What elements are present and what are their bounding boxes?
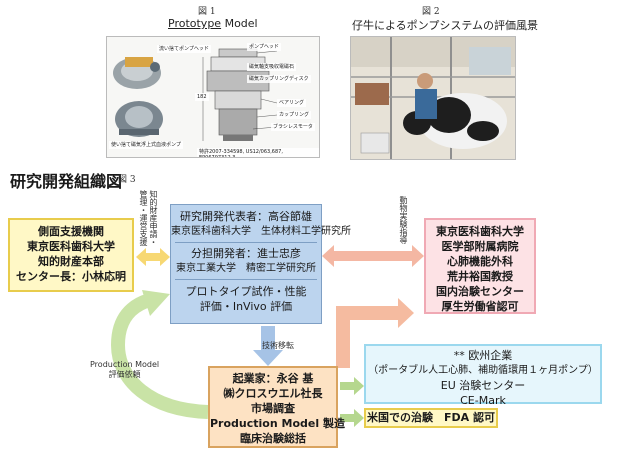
animal-experiment-label: 動物実験指導 (399, 196, 408, 244)
hospital-line-2: 医学部附属病院 (441, 240, 519, 253)
pump-label-disposable-head: 流い捨てポンプヘッド (157, 45, 211, 53)
europe-line-1: ** 欧州企業 (453, 349, 513, 362)
figure2-caption: 仔牛によるポンプシステムの評価風景 (352, 19, 539, 32)
hospital-line-1: 東京医科歯科大学 (436, 225, 524, 238)
green-arrow-fda (340, 409, 364, 427)
leader-line-2: 東京医科歯科大学 生体材料工学研究所 (171, 226, 351, 237)
down-arrow-tech-transfer (253, 326, 283, 366)
european-company-box: ** 欧州企業 （ポータブル人工心肺、補助循環用１ヶ月ポンプ） EU 治験センタ… (364, 344, 602, 407)
hospital-line-4: 荒井裕国教授 (447, 270, 513, 283)
support-agency-line-4: センター長：小林応明 (16, 270, 126, 283)
green-loop-arrowhead (142, 290, 170, 316)
pump-label-bearing: ベアリング (277, 99, 307, 107)
pump-label-magnet: 磁気軸支吸収電磁石 (247, 63, 297, 71)
calf-photo-illustration (351, 37, 515, 159)
figure1-label: 図 1 (198, 7, 216, 17)
hospital-line-3: 心肺機能外科 (447, 255, 513, 268)
figure1-caption-suffix: Model (221, 17, 258, 30)
figure1-caption: Prototype Model (168, 17, 258, 30)
hospital-box: 東京医科歯科大学 医学部附属病院 心肺機能外科 荒井裕国教授 国内治験センター … (424, 218, 536, 314)
prototype-line-1: プロトタイプ試作・性能 (185, 285, 307, 298)
pump-caption-disposable: 使い捨て磁気浮上式血液ポンプ (109, 141, 183, 149)
entrepreneur-line-4: Production Model 製造 (210, 417, 345, 430)
europe-line-3: EU 治験センター (440, 379, 526, 392)
pump-prototype-illustration (107, 37, 319, 157)
production-model-label-2: 評価依頼 (108, 370, 141, 379)
research-leader-box: 研究開発代表者：高谷節雄 東京医科歯科大学 生体材料工学研究所 分担開発者：進士… (170, 204, 351, 324)
leader-line-1: 研究開発代表者：高谷節雄 (180, 210, 312, 223)
support-agency-line-1: 側面支援機関 (38, 225, 104, 238)
europe-line-2: （ポータブル人工心肺、補助循環用１ヶ月ポンプ） (368, 365, 598, 376)
entrepreneur-line-1: 起業家：永谷 基 (232, 372, 314, 385)
figure2-label: 図 2 (422, 7, 440, 17)
pump-label-head: ポンプヘッド (247, 43, 281, 51)
calf-photo (350, 36, 516, 160)
left-double-arrow (136, 248, 170, 266)
green-loop-arrow (110, 293, 209, 419)
center-section-1: 研究開発代表者：高谷節雄 東京医科歯科大学 生体材料工学研究所 (171, 205, 351, 239)
fda-line: 米国での治験 FDA 認可 (367, 411, 495, 424)
entrepreneur-line-5: 臨床治験総括 (240, 432, 306, 445)
center-section-3: プロトタイプ試作・性能 評価・InVivo 評価 (175, 279, 317, 314)
peach-arrow-to-hospital (322, 298, 414, 368)
production-model-label: Production Model 評価依頼 (90, 360, 159, 380)
prototype-line-2: 評価・InVivo 評価 (199, 300, 293, 313)
pump-prototype-image: 流い捨てポンプヘッド ポンプヘッド 磁気軸支吸収電磁石 磁気カップリングディスク… (106, 36, 320, 158)
page-title: 研究開発組織図 (10, 172, 123, 191)
support-agency-box: 側面支援機関 東京医科歯科大学 知的財産本部 センター長：小林応明 (8, 218, 134, 292)
support-agency-line-3: 知的財産本部 (38, 255, 104, 268)
right-double-arrow (322, 245, 424, 267)
hospital-line-5: 国内治験センター (436, 285, 524, 298)
center-section-2: 分担開発者：進士忠彦 東京工業大学 精密工学研究所 (175, 242, 317, 276)
pump-patent-numbers: 特許2007-334598, US12/063,687, EP06797312.… (197, 148, 319, 157)
figure3-label: 図 3 (118, 175, 136, 185)
pump-label-coupling-disk: 磁気カップリングディスク (247, 75, 311, 83)
hospital-line-6: 厚生労働省認可 (441, 300, 519, 313)
pump-label-motor: ブラシレスモータ (271, 123, 315, 131)
pump-label-coupling: カップリング (277, 111, 312, 119)
entrepreneur-box: 起業家：永谷 基 ㈱クロスウエル社長 市場調査 Production Model… (208, 366, 345, 448)
entrepreneur-line-2: ㈱クロスウエル社長 (223, 387, 323, 400)
production-model-label-1: Production Model (90, 360, 160, 369)
co-developer-line-1: 分担開発者：進士忠彦 (191, 247, 301, 260)
europe-line-4: CE-Mark (460, 394, 506, 407)
fda-box: 米国での治験 FDA 認可 (364, 408, 498, 428)
support-agency-line-2: 東京医科歯科大学 (27, 240, 115, 253)
pump-dimension: 182 (195, 93, 209, 101)
co-developer-line-2: 東京工業大学 精密工学研究所 (176, 263, 316, 274)
green-arrow-europe (340, 377, 364, 395)
tech-transfer-label: 技術移転 (262, 341, 294, 350)
ip-support-label: 知的財産申請・管理・運営支援 (139, 190, 158, 246)
entrepreneur-line-3: 市場調査 (251, 402, 295, 415)
figure1-caption-prefix: Prototype (168, 17, 222, 30)
